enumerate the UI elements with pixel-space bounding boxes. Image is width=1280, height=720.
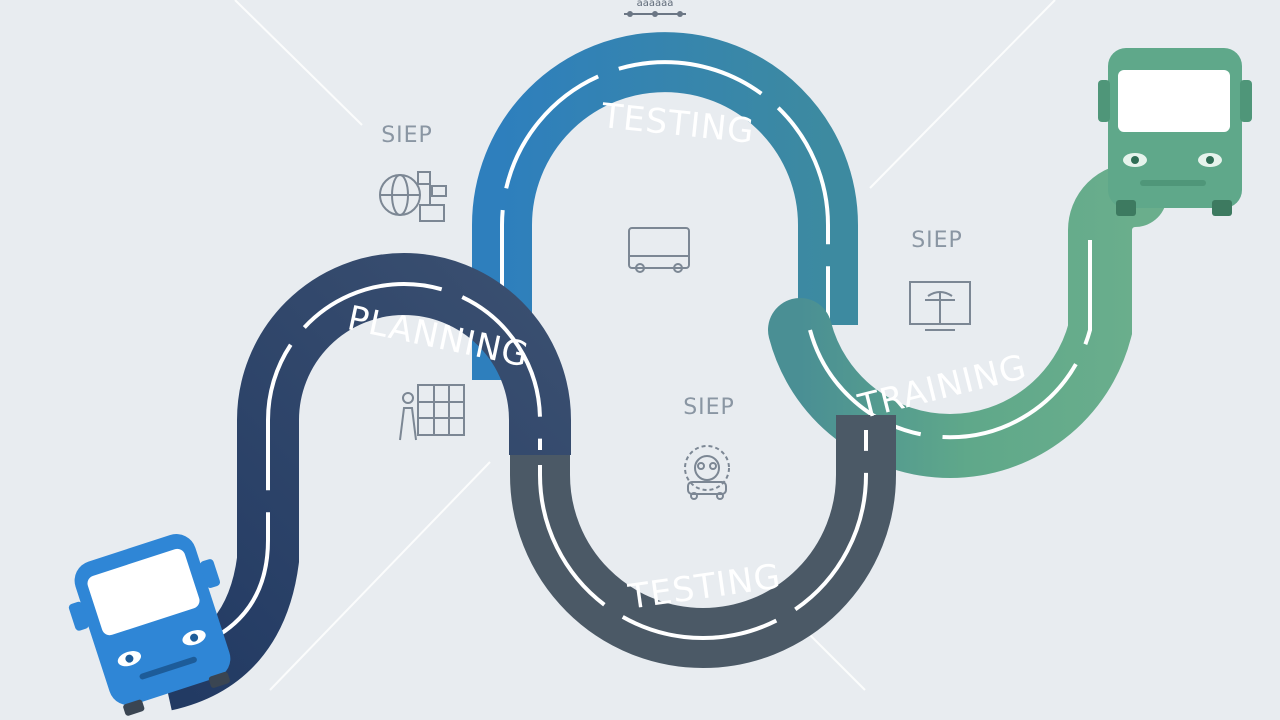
road-testing-top xyxy=(472,32,858,380)
van-outline-icon xyxy=(628,227,690,273)
road-training xyxy=(768,163,1167,478)
road-testing-bottom xyxy=(510,415,896,668)
globe-workflow-icon xyxy=(379,171,447,222)
bus-icon-blue xyxy=(68,534,231,716)
top-caption: aaaaaa xyxy=(637,0,674,9)
background-lines xyxy=(234,0,1056,691)
monitor-icon xyxy=(909,281,971,331)
step-label-3: SIEP xyxy=(683,395,735,420)
bus-icon-green xyxy=(1098,48,1252,216)
person-grid-icon xyxy=(399,384,465,441)
road-planning xyxy=(157,253,571,711)
step-label-1: SIEP xyxy=(381,123,433,148)
step-label-2: SIEP xyxy=(911,228,963,253)
gear-vehicle-icon xyxy=(684,445,730,500)
top-caption-icon xyxy=(624,11,686,17)
